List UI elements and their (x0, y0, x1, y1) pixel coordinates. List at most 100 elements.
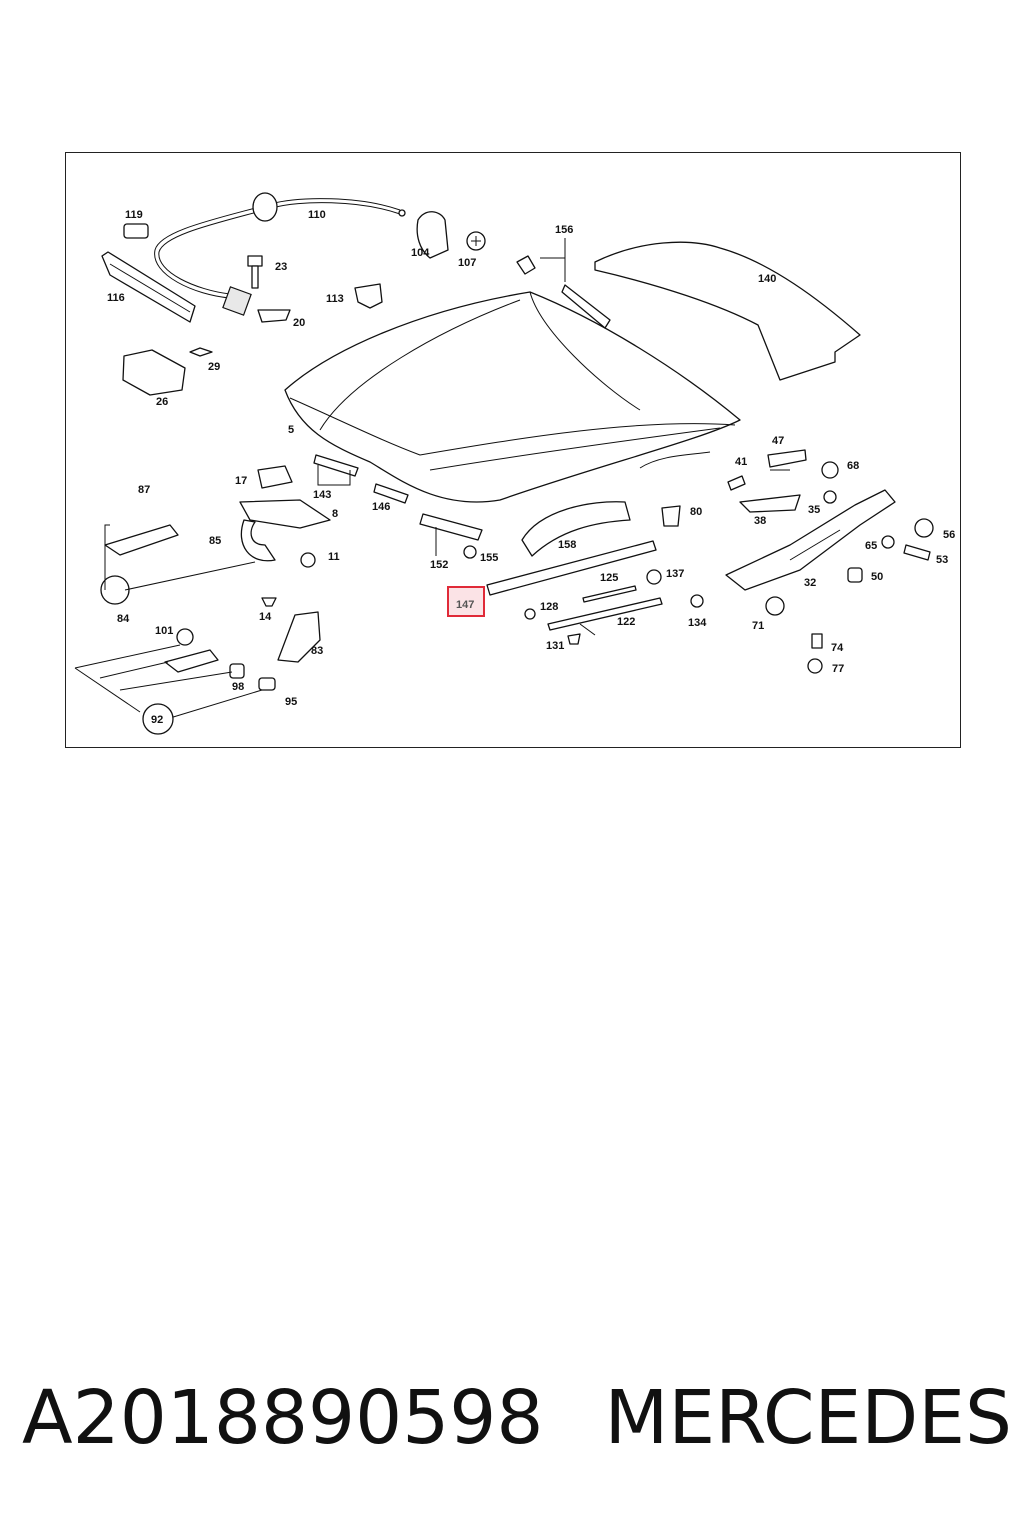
clip-131-drawing (567, 633, 581, 645)
bracket-20-drawing (257, 309, 291, 323)
label-11: 11 (328, 551, 340, 563)
label-143: 143 (313, 489, 331, 501)
bracket-17-drawing (257, 465, 293, 489)
label-29: 29 (208, 361, 220, 373)
label-26: 26 (156, 396, 168, 408)
screw-14-drawing (261, 597, 277, 607)
bracket-38-drawing (739, 494, 801, 513)
label-41: 41 (735, 456, 747, 468)
brand-name: MERCEDES (604, 1375, 1012, 1461)
clip-155-drawing (463, 545, 477, 559)
label-84: 84 (117, 613, 130, 625)
pin-29-drawing (189, 347, 213, 357)
label-147-highlighted: 147 (456, 599, 474, 611)
seal-143-drawing (313, 454, 359, 477)
box-26-drawing (122, 349, 186, 396)
label-68: 68 (847, 460, 859, 472)
label-98: 98 (232, 681, 244, 693)
nut-77-drawing (807, 658, 823, 674)
nut-35-drawing (823, 490, 837, 504)
hood-drawing (284, 291, 741, 503)
label-53: 53 (936, 554, 948, 566)
label-8: 8 (332, 508, 338, 520)
nut-101-drawing (176, 628, 194, 646)
strip-147-drawing (486, 540, 657, 596)
rod-125-drawing (582, 585, 637, 603)
washer-65-drawing (881, 535, 895, 549)
highlight-box-147 (447, 586, 485, 617)
cap-98-drawing (229, 663, 245, 679)
hinge-8-drawing (239, 499, 331, 529)
label-128: 128 (540, 601, 558, 613)
label-119: 119 (125, 209, 143, 221)
bracket-83-drawing (277, 611, 321, 663)
label-152: 152 (430, 559, 448, 571)
label-146: 146 (372, 501, 390, 513)
nut-56-drawing (914, 518, 934, 538)
label-110: 110 (308, 209, 326, 221)
cap-95-drawing (258, 677, 276, 691)
nut-137-drawing (646, 569, 662, 585)
label-104: 104 (411, 247, 430, 259)
bush-50-drawing (847, 567, 863, 583)
label-71: 71 (752, 620, 764, 632)
clip-80-drawing (661, 505, 681, 527)
spring-41-drawing (727, 475, 746, 491)
bolt-74-drawing (811, 633, 823, 649)
label-85: 85 (209, 535, 221, 547)
bolt-11-drawing (300, 552, 316, 568)
label-140: 140 (758, 273, 776, 285)
label-83: 83 (311, 645, 323, 657)
insulation-mat-drawing (594, 241, 861, 381)
nut-71-drawing (765, 596, 785, 616)
label-20: 20 (293, 317, 305, 329)
bolt-134-drawing (690, 594, 704, 608)
label-137: 137 (666, 568, 684, 580)
label-56: 56 (943, 529, 955, 541)
label-77: 77 (832, 663, 844, 675)
handle-104-drawing (416, 211, 449, 259)
label-116: 116 (107, 292, 125, 304)
clip-156-drawing (516, 255, 536, 275)
seal-146-drawing (373, 483, 409, 504)
label-17: 17 (235, 475, 247, 487)
label-134: 134 (688, 617, 707, 629)
label-80: 80 (690, 506, 702, 518)
strut-122-drawing (547, 597, 663, 631)
label-155: 155 (480, 552, 498, 564)
part-number: A2018890598 (22, 1375, 544, 1461)
label-47: 47 (772, 435, 784, 447)
leader-lines (74, 238, 790, 719)
strip-156b-drawing (561, 284, 611, 329)
bolt-53-drawing (903, 544, 931, 561)
label-5: 5 (288, 424, 294, 436)
hinge-arm-drawing (240, 519, 276, 562)
wrench-84-drawing (100, 575, 130, 605)
label-50: 50 (871, 571, 883, 583)
cover-158-drawing (521, 501, 631, 557)
plug-119-drawing (123, 223, 149, 239)
label-87: 87 (138, 484, 150, 496)
label-122: 122 (617, 616, 635, 628)
label-125: 125 (600, 572, 618, 584)
bolt-23-drawing (247, 255, 263, 289)
label-158: 158 (558, 539, 576, 551)
part-labels: 119 110 104 107 156 140 23 116 113 20 29… (107, 209, 955, 726)
clip-113-drawing (354, 283, 383, 309)
label-23: 23 (275, 261, 287, 273)
callout-92-circle (142, 703, 174, 735)
release-cable-drawing (154, 192, 406, 316)
label-101: 101 (155, 625, 173, 637)
label-74: 74 (831, 642, 844, 654)
bracket-47-drawing (767, 449, 807, 468)
part-101-drawing (164, 649, 219, 673)
label-65: 65 (865, 540, 877, 552)
label-35: 35 (808, 504, 820, 516)
label-113: 113 (326, 293, 344, 305)
label-95: 95 (285, 696, 297, 708)
label-32: 32 (804, 577, 816, 589)
part-87-drawing (104, 524, 179, 556)
label-107: 107 (458, 257, 476, 269)
part-caption: A2018890598 MERCEDES (22, 1368, 1012, 1468)
